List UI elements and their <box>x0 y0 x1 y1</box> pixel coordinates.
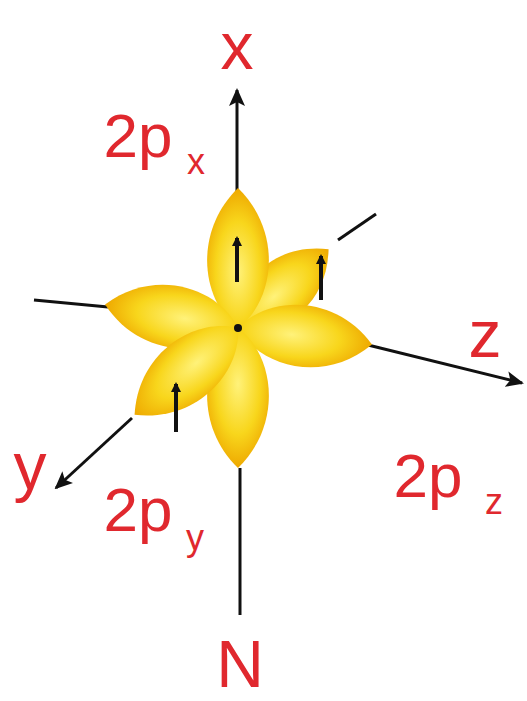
axis-label: 2p <box>104 479 173 541</box>
axis-label: x <box>221 13 254 79</box>
axis-label: z <box>469 301 502 367</box>
axis-label: 2p <box>104 105 173 167</box>
axis-label: y <box>14 433 47 499</box>
subscript-label: y <box>186 520 204 556</box>
axis-label: N <box>216 631 264 697</box>
axis-label: 2p <box>394 445 463 507</box>
subscript-label: x <box>187 144 205 180</box>
subscript-label: z <box>485 484 503 520</box>
